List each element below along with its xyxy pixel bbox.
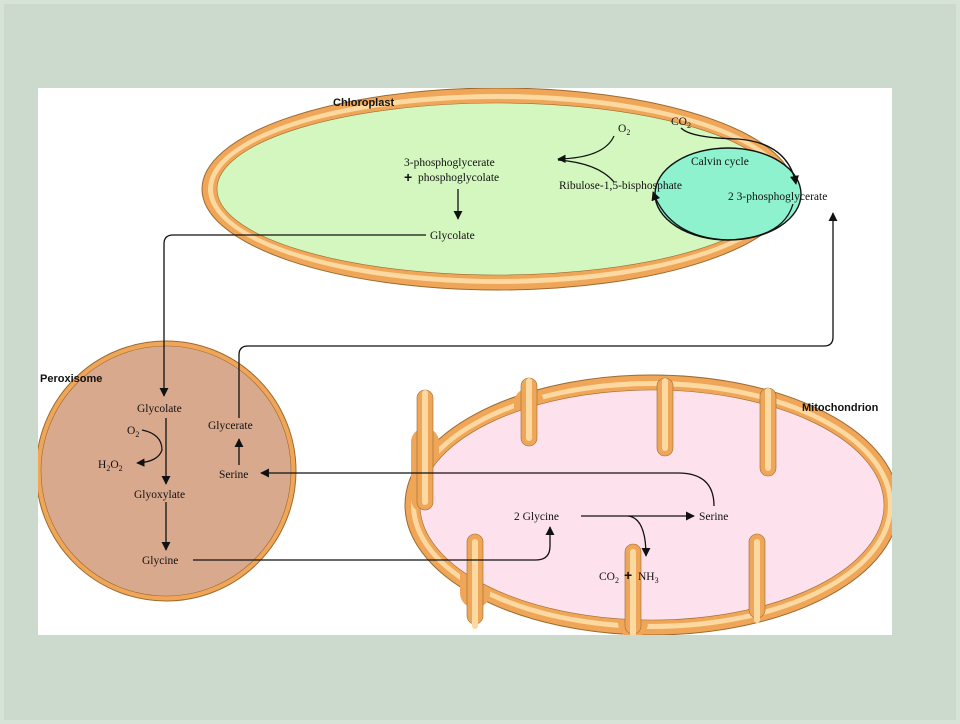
glycerate-label: Glycerate	[208, 420, 253, 432]
chloroplast-plus: +	[404, 169, 412, 185]
o2-to-pga-arrow	[557, 135, 615, 164]
calvin-cycle-label: Calvin cycle	[691, 156, 749, 168]
chloroplast-o2-label: O2	[618, 123, 630, 137]
h2o2-label: H2O2	[98, 459, 123, 473]
perox-o2-label: O2	[127, 425, 139, 439]
co2-release-arrow	[627, 515, 651, 557]
mito-plus: +	[624, 567, 632, 583]
rubp-label: Ribulose-1,5-bisphosphate	[559, 180, 682, 192]
glycerate-transport-arrow	[238, 212, 838, 418]
mitochondrial-matrix	[419, 389, 885, 621]
diagram-canvas: Chloroplast O2 CO2 3-phosphoglycerate + …	[38, 88, 892, 635]
glycolate-transport-arrow	[159, 234, 426, 397]
rubp-branch-line	[557, 159, 615, 183]
mito-serine-label: Serine	[699, 511, 728, 523]
pga-label: 3-phosphoglycerate	[404, 157, 495, 169]
mitochondrion	[404, 374, 892, 635]
chloroplast-co2-label: CO2	[671, 116, 691, 130]
photorespiration-figure: Chloroplast O2 CO2 3-phosphoglycerate + …	[38, 88, 892, 635]
phosphoglycolate-label: phosphoglycolate	[418, 172, 499, 184]
chloroplast-title: Chloroplast	[333, 97, 394, 109]
nh3-label: NH3	[638, 571, 659, 585]
serine-transport-arrow	[260, 468, 715, 507]
cristae-lumen	[422, 378, 771, 635]
o2-to-h2o2-arrow	[136, 429, 163, 467]
peroxisome-title: Peroxisome	[40, 373, 102, 385]
mito-glycine-label: 2 Glycine	[514, 511, 559, 523]
perox-glycine-label: Glycine	[142, 555, 178, 567]
calvin-regeneration-arrow	[651, 191, 794, 241]
glycine-transport-arrow	[193, 526, 555, 561]
perox-glycolate-label: Glycolate	[137, 403, 182, 415]
perox-serine-label: Serine	[219, 469, 248, 481]
pga2-label: 2 3-phosphoglycerate	[728, 191, 827, 203]
chloroplast-glycolate-label: Glycolate	[430, 230, 475, 242]
chloroplast	[201, 88, 802, 291]
co2-nh3-label: CO2	[599, 571, 619, 585]
mitochondrion-title: Mitochondrion	[802, 402, 879, 414]
glyoxylate-label: Glyoxylate	[134, 489, 185, 501]
co2-to-calvin-arrow	[680, 127, 799, 185]
